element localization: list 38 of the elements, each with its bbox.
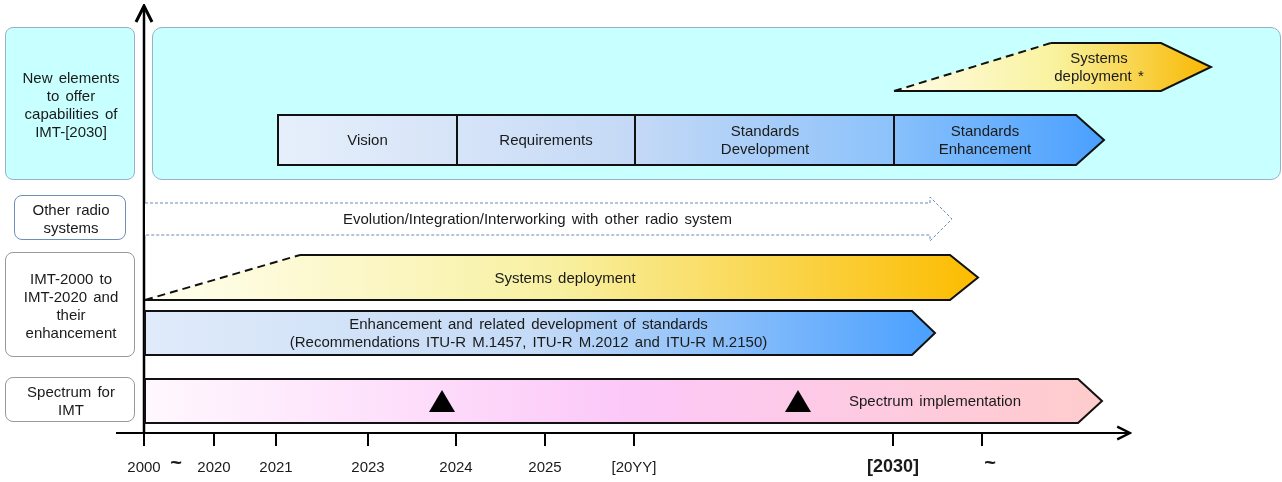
row-header <box>5 27 135 180</box>
row-header <box>5 377 135 422</box>
axis-tick-label: 2021 <box>259 457 293 475</box>
node-label: Spectrum for IMT <box>26 382 116 419</box>
node-label: Vision <box>347 131 388 149</box>
node-label: Standards Development <box>719 122 811 158</box>
node-label: Spectrum implementation <box>848 392 1022 410</box>
node-label: IMT-2000 to IMT-2020 and their enhancement <box>22 269 120 342</box>
phase-band <box>894 43 1211 91</box>
node-label: Systems deployment <box>494 268 636 287</box>
row-header <box>5 252 135 357</box>
phase-band <box>145 311 935 355</box>
node-label: Enhancement and related development of standards <box>349 315 708 333</box>
phase-segment <box>635 115 894 165</box>
phase-band <box>145 255 978 300</box>
node-label: Systems deployment * <box>1053 49 1145 85</box>
axis-tick-label: [2030] <box>867 455 919 477</box>
row-header <box>14 195 126 240</box>
axis-tick-label: 2025 <box>528 457 562 475</box>
node-label: Other radio systems <box>31 200 111 237</box>
panel-background <box>152 27 1281 180</box>
phase-segment <box>894 115 1104 165</box>
axis-tick-label: 2023 <box>351 457 385 475</box>
node-label: (Recommendations ITU-R M.1457, ITU-R M.2012 and ITU-R M.2150) <box>289 333 768 351</box>
node-label: Evolution/Integration/Interworking with other radio system <box>343 210 732 228</box>
axis-tick-label: 2020 <box>197 457 231 475</box>
dashed-band <box>145 197 952 241</box>
axis-tick-label: 2024 <box>439 457 473 475</box>
phase-segment <box>278 115 457 165</box>
node-label: Requirements <box>499 131 593 149</box>
axis-tick-label: [20YY] <box>611 457 657 475</box>
phase-band <box>145 379 1102 423</box>
node-label: New elements to offer capabilities of IMT-[2030] <box>21 68 121 141</box>
axis-tick-label: ~ <box>170 450 182 474</box>
node-label: Standards Enhancement <box>937 122 1033 158</box>
axis-tick-label: 2000 <box>127 457 161 475</box>
phase-segment <box>457 115 635 165</box>
axis-tick-label: ~ <box>984 450 996 474</box>
